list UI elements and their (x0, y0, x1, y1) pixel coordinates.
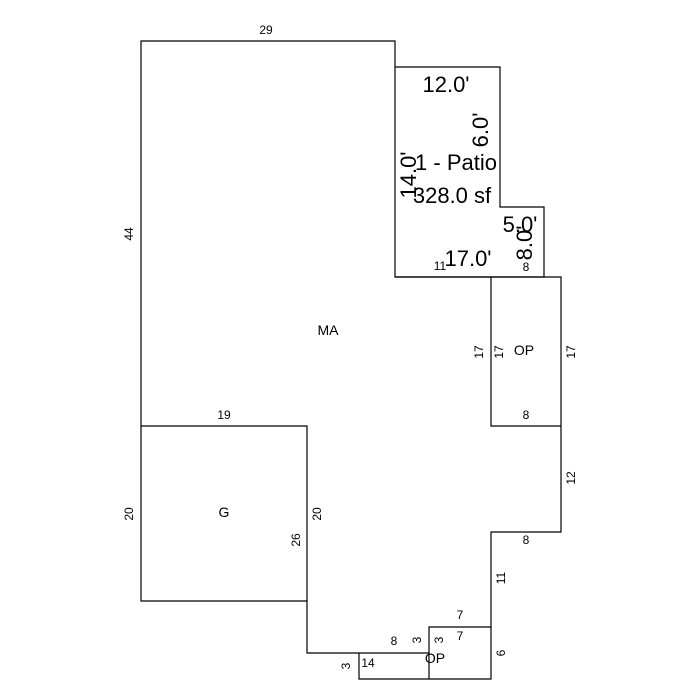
porch-right-dim-bottom: 8 (523, 408, 530, 422)
porch-bottom-dim-bottom: 14 (361, 656, 375, 670)
garage-divider (141, 425, 308, 601)
main-area-dim-step-11: 11 (494, 571, 508, 584)
main-area-label: MA (318, 322, 340, 338)
porch-right-label: OP (514, 342, 534, 358)
main-area-dim-right-lower: 12 (564, 471, 578, 485)
garage-dim-right: 20 (310, 507, 324, 521)
porch-right-dim-left: 17 (472, 345, 486, 359)
patio-dim-left: 14.0' (396, 151, 421, 198)
main-area-dim-top: 29 (259, 23, 273, 37)
porch-bottom-dim-inner-top: 7 (457, 629, 464, 643)
porch-bottom-dim-outer-left: 3 (339, 662, 353, 669)
garage-dim-inner: 26 (289, 533, 303, 547)
patio-title: 1 - Patio (415, 150, 497, 175)
porch-right-dim-right: 17 (564, 345, 578, 359)
porch-bottom-outline (358, 627, 492, 680)
patio-area: 328.0 sf (413, 183, 492, 208)
patio-dim-small-right: 8 (523, 260, 530, 274)
porch-right-outline (491, 276, 562, 426)
patio-dim-top: 12.0' (422, 72, 469, 97)
main-area-dim-garage-top: 19 (217, 408, 231, 422)
porch-bottom-dim-right: 6 (494, 649, 508, 656)
garage-label: G (219, 504, 230, 520)
patio-dim-bottom: 17.0' (444, 246, 491, 271)
garage-dim-left: 20 (122, 507, 136, 521)
patio-dim-step-right: 8.0' (512, 226, 537, 261)
porch-bottom-dim-top: 7 (457, 608, 464, 622)
main-area-dim-step-8: 8 (523, 533, 530, 547)
patio-dim-right-upper: 6.0' (468, 113, 493, 148)
patio-dim-step-top: 5.0' (503, 212, 538, 237)
porch-bottom-label: OP (425, 650, 445, 666)
porch-bottom-dim-step: 8 (391, 634, 398, 648)
main-area-dim-left: 44 (122, 227, 136, 241)
porch-right-dim-inner: 17 (492, 345, 506, 359)
porch-bottom-dim-inner-left: 3 (432, 636, 446, 643)
patio-dim-small-bottom: 11 (434, 259, 447, 273)
porch-bottom-dim-left: 3 (410, 636, 424, 643)
